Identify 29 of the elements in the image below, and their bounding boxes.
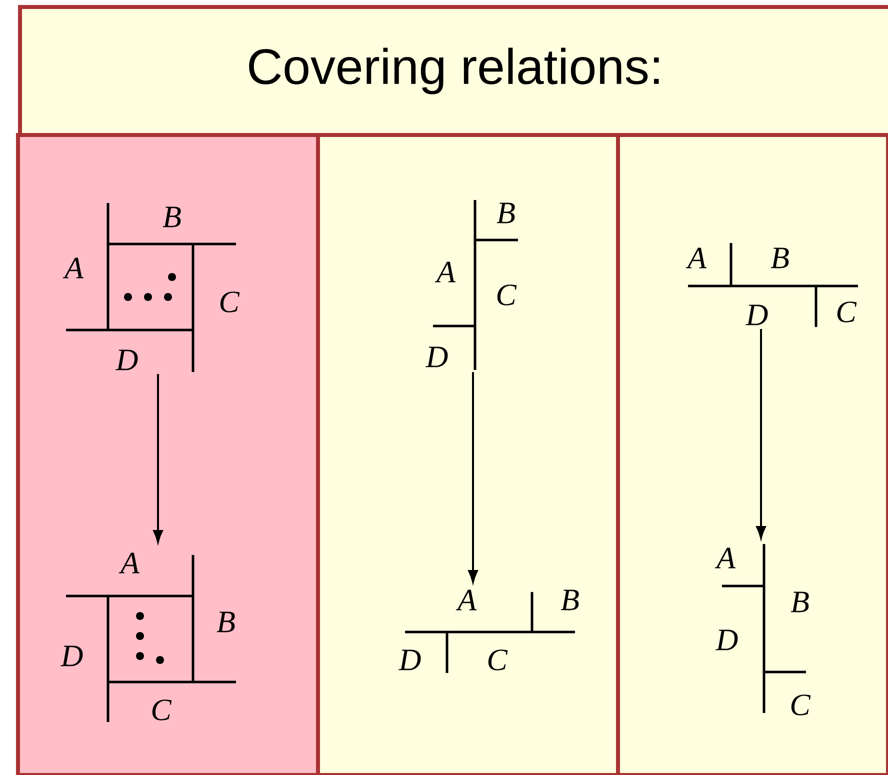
point-label: B	[770, 248, 789, 268]
title-band: Covering relations:	[18, 5, 888, 137]
point-label: D	[115, 350, 138, 370]
point-label: A	[434, 262, 456, 282]
point-label: A	[62, 258, 84, 278]
point-label: B	[216, 612, 235, 632]
panel	[616, 133, 888, 775]
point-label: A	[714, 548, 736, 568]
point-label: C	[220, 292, 240, 312]
point-label: D	[715, 630, 738, 650]
point-label: D	[745, 304, 768, 326]
arrow	[468, 372, 478, 583]
point-label: C	[488, 650, 508, 670]
point-label: A	[456, 590, 477, 610]
point-label: C	[152, 700, 172, 720]
point-label: A	[686, 248, 707, 268]
point-label: C	[791, 694, 811, 716]
point-label: C	[837, 302, 857, 322]
point-label: D	[425, 346, 448, 368]
point-label: D	[60, 646, 83, 666]
arrow	[153, 374, 163, 543]
arrow	[756, 329, 766, 539]
point-label: A	[118, 552, 140, 574]
point-label: C	[497, 284, 517, 306]
point-label: B	[560, 590, 579, 610]
point-label: B	[496, 202, 515, 224]
point-label: B	[162, 206, 181, 228]
point-label: B	[790, 592, 809, 612]
point-label: D	[398, 650, 421, 670]
